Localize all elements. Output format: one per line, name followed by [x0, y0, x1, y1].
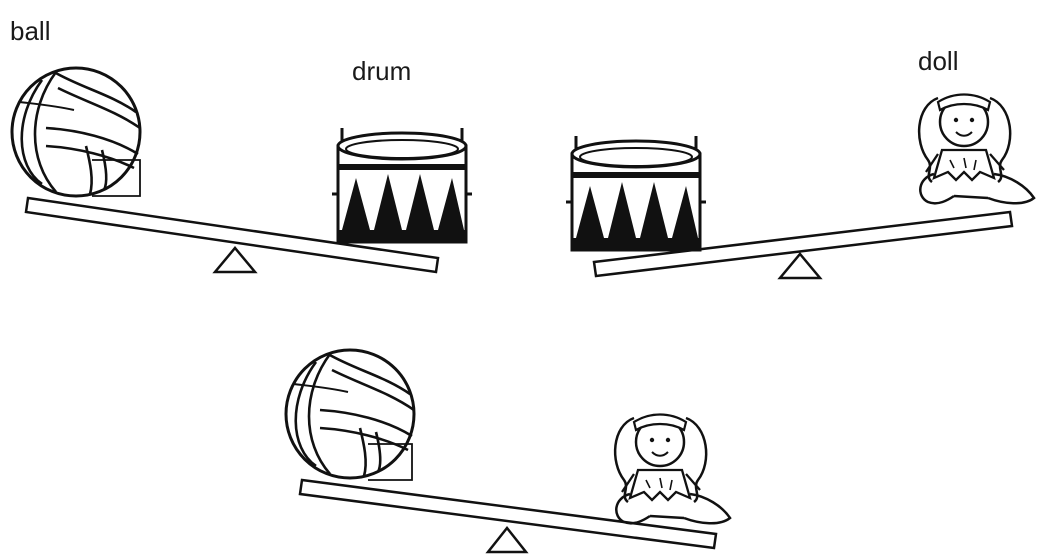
scale-ball-vs-doll	[284, 348, 732, 554]
ball-icon	[284, 348, 416, 480]
label-ball: ball	[10, 16, 50, 46]
scale-ball-vs-drum	[10, 66, 474, 274]
fulcrum-2	[777, 252, 823, 280]
plank-3	[298, 478, 718, 550]
label-drum: drum	[352, 56, 411, 86]
plank-1	[24, 196, 440, 274]
scale-drum-vs-doll	[564, 93, 1036, 280]
drum-icon	[564, 134, 708, 252]
plank-2	[592, 210, 1014, 278]
label-doll: doll	[918, 46, 958, 76]
ball-icon	[10, 66, 142, 198]
fulcrum-3	[485, 525, 529, 554]
doll-icon	[613, 413, 732, 525]
doll-icon	[917, 93, 1036, 205]
fulcrum-1	[212, 246, 258, 274]
drum-icon	[330, 126, 474, 244]
